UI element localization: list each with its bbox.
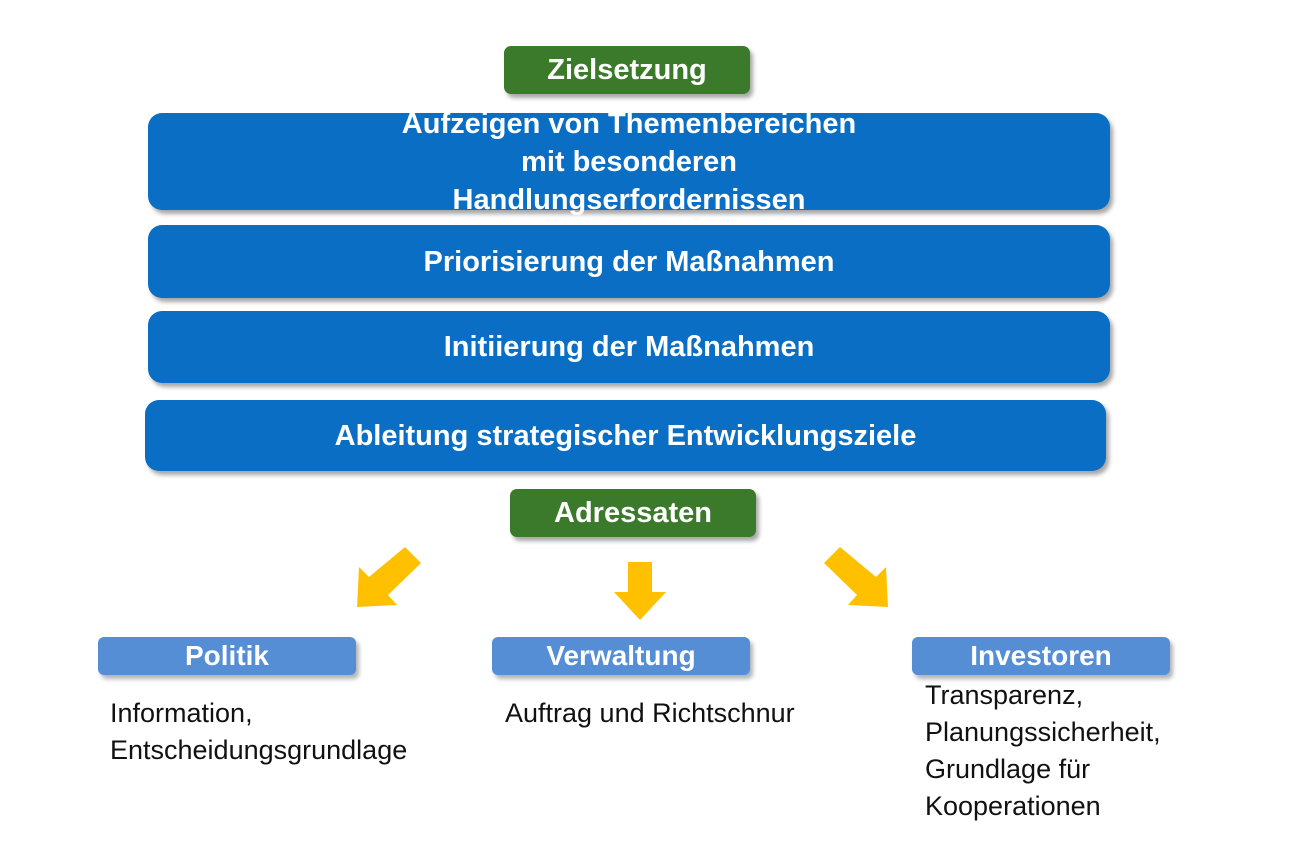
goal-box-4: Ableitung strategischer Entwicklungsziel… <box>145 400 1106 471</box>
politik-description: Information, Entscheidungsgrundlage <box>110 695 407 769</box>
arrow-down-right-icon <box>824 547 888 607</box>
addressee-politik: Politik <box>98 637 356 675</box>
addressee-verwaltung: Verwaltung <box>492 637 750 675</box>
description-line: Planungssicherheit, <box>925 717 1161 747</box>
adressaten-header: Adressaten <box>510 489 756 537</box>
description-line: Auftrag und Richtschnur <box>505 698 795 728</box>
description-line: Information, <box>110 698 253 728</box>
arrow-down-icon <box>614 562 666 620</box>
description-line: Kooperationen <box>925 791 1101 821</box>
description-line: Transparenz, <box>925 680 1084 710</box>
addressee-investoren: Investoren <box>912 637 1170 675</box>
goal-box-1: Aufzeigen von Themenbereichen mit besond… <box>148 108 1110 216</box>
investoren-description: Transparenz, Planungssicherheit, Grundla… <box>925 677 1161 825</box>
zielsetzung-header: Zielsetzung <box>504 46 750 94</box>
description-line: Entscheidungsgrundlage <box>110 735 408 765</box>
description-line: Grundlage für <box>925 754 1091 784</box>
arrow-down-left-icon <box>357 547 421 607</box>
goal-box-2: Priorisierung der Maßnahmen <box>148 225 1110 298</box>
goal-box-3: Initiierung der Maßnahmen <box>148 311 1110 383</box>
verwaltung-description: Auftrag und Richtschnur <box>505 695 795 732</box>
